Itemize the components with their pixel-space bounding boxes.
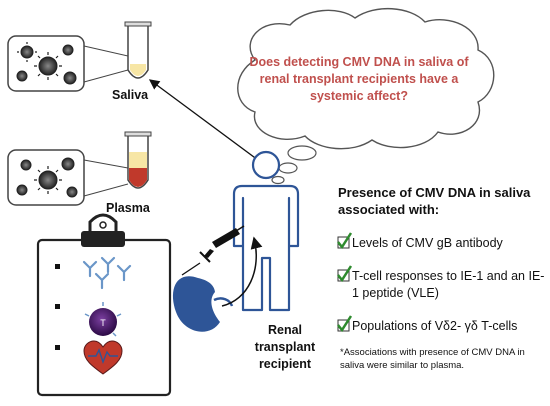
finding-antibody: Levels of CMV gB antibody: [352, 236, 503, 250]
findings-heading: Presence of CMV DNA in saliva associated…: [338, 185, 531, 217]
check-icon: [337, 315, 353, 333]
syringe-icon: [181, 225, 245, 276]
recipient-label: Renal transplant recipient: [254, 323, 316, 371]
t-cell-icon: T: [84, 302, 122, 337]
check-icon: [337, 232, 353, 250]
saliva-virus-box: [7, 35, 85, 92]
plasma-virus-box: [7, 149, 85, 206]
saliva-tube: [124, 21, 152, 79]
thought-bubble: [237, 8, 495, 185]
heart-icon: [83, 340, 123, 375]
kidney-arrow: [221, 236, 263, 307]
clipboard: T: [36, 213, 172, 397]
check-marks: [337, 232, 353, 333]
plasma-label: Plasma: [106, 201, 150, 215]
thought-question: Does detecting CMV DNA in saliva of rena…: [249, 55, 469, 103]
plasma-tube: [124, 131, 152, 189]
virus-icon: [16, 157, 78, 198]
patient-figure: [232, 150, 300, 312]
t-cell-letter: T: [100, 318, 106, 328]
virus-icon: [16, 44, 77, 85]
footnote: *Associations with presence of CMV DNA i…: [340, 347, 525, 371]
check-icon: [337, 265, 353, 283]
antibody-icon: [82, 256, 132, 290]
kidney-icon: [172, 276, 234, 332]
saliva-arrow: [148, 79, 259, 161]
saliva-label: Saliva: [112, 88, 149, 102]
finding-vd2-populations: Populations of Vδ2- γδ T-cells: [352, 319, 518, 333]
finding-t-cell-responses: T-cell responses to IE-1 and an IE-1 pep…: [352, 269, 545, 300]
